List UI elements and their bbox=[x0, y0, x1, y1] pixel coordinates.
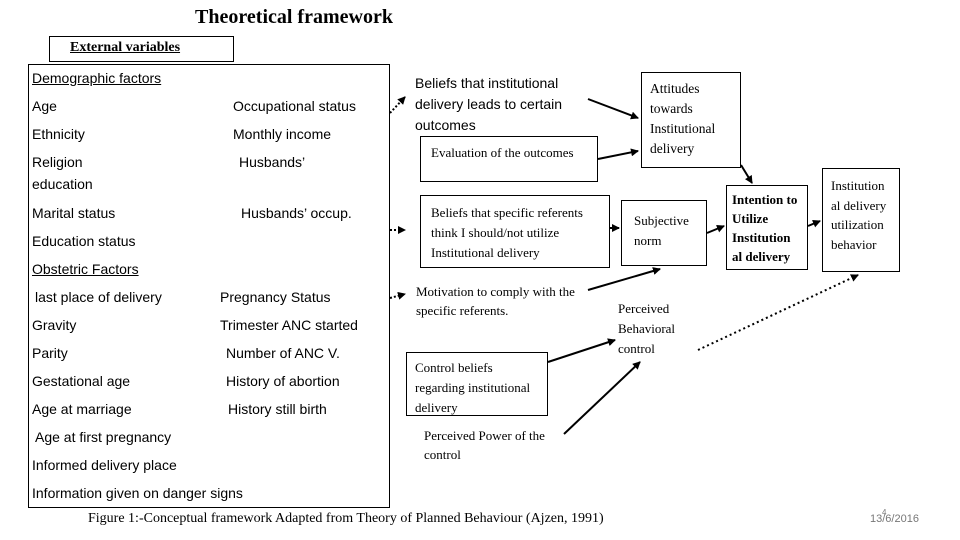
motivation-to-comply: Motivation to comply with the specific r… bbox=[416, 284, 575, 318]
var-pregnancy-status: Pregnancy Status bbox=[220, 289, 331, 305]
perceived-power: Perceived Power of the control bbox=[424, 428, 545, 462]
arrow-motivation-subjective bbox=[587, 267, 661, 291]
external-variables-label: External variables bbox=[49, 36, 234, 62]
var-gravity: Gravity bbox=[32, 317, 77, 333]
arrow-evaluation-attitudes bbox=[597, 148, 639, 160]
attitudes-box: Attitudes towards Institutional delivery bbox=[641, 72, 741, 168]
demographic-heading: Demographic factors bbox=[32, 70, 162, 86]
var-history-abortion: History of abortion bbox=[226, 373, 340, 389]
var-history-still-birth: History still birth bbox=[228, 401, 327, 417]
arrow-control-pbc bbox=[547, 338, 616, 363]
var-religion: Religion bbox=[32, 154, 83, 170]
arrow-pbc-behavior bbox=[697, 274, 859, 351]
obstetric-heading: Obstetric Factors bbox=[32, 261, 139, 277]
var-education: education bbox=[32, 176, 93, 192]
intention-box: Intention to Utilize Institution al deli… bbox=[726, 185, 808, 270]
subjective-norm-box: Subjective norm bbox=[621, 200, 707, 266]
evaluation-outcomes-box: Evaluation of the outcomes bbox=[420, 136, 598, 182]
var-occupational-status: Occupational status bbox=[233, 98, 356, 114]
slide-date: 13/6/2016 bbox=[870, 513, 919, 525]
arrow-ext-motivation bbox=[389, 291, 406, 300]
var-informed-delivery-place: Informed delivery place bbox=[32, 457, 177, 473]
var-trimester-anc: Trimester ANC started bbox=[220, 317, 358, 333]
external-variables-box: Demographic factors Age Occupational sta… bbox=[28, 64, 390, 508]
var-marital-status: Marital status bbox=[32, 205, 116, 221]
var-husbands: Husbands’ bbox=[239, 154, 306, 170]
arrow-power-pbc bbox=[563, 361, 641, 435]
var-husbands-occupation: Husbands’ occup. bbox=[241, 205, 352, 221]
var-gestational-age: Gestational age bbox=[32, 373, 131, 389]
arrow-ext-behavioral bbox=[389, 96, 406, 114]
behavioral-beliefs: Beliefs that institutional delivery lead… bbox=[415, 75, 563, 133]
normative-beliefs-box: Beliefs that specific referents think I … bbox=[420, 195, 610, 268]
var-last-place-of-delivery: last place of delivery bbox=[35, 289, 162, 305]
diagram-title: Theoretical framework bbox=[195, 6, 393, 28]
arrow-beliefs-attitudes bbox=[587, 98, 639, 120]
var-age-at-marriage: Age at marriage bbox=[32, 401, 132, 417]
arrow-intention-behavior bbox=[807, 220, 821, 228]
var-information-danger-signs: Information given on danger signs bbox=[32, 485, 243, 501]
var-number-of-anc: Number of ANC V. bbox=[226, 345, 340, 361]
var-age-first-pregnancy: Age at first pregnancy bbox=[35, 429, 172, 445]
control-beliefs-box: Control beliefs regarding institutional … bbox=[406, 352, 548, 416]
var-education-status: Education status bbox=[32, 233, 136, 249]
var-age: Age bbox=[32, 98, 57, 114]
behavior-box: Institution al delivery utilization beha… bbox=[822, 168, 900, 272]
var-parity: Parity bbox=[32, 345, 68, 361]
arrow-attitudes-intention bbox=[740, 164, 753, 184]
perceived-behavioral-control: Perceived Behavioral control bbox=[618, 301, 676, 356]
var-monthly-income: Monthly income bbox=[233, 126, 332, 142]
figure-caption: Figure 1:-Conceptual framework Adapted f… bbox=[88, 511, 604, 526]
arrow-subjective-intention bbox=[706, 224, 725, 234]
page-number: 4 bbox=[882, 508, 887, 517]
var-ethnicity: Ethnicity bbox=[32, 126, 85, 142]
